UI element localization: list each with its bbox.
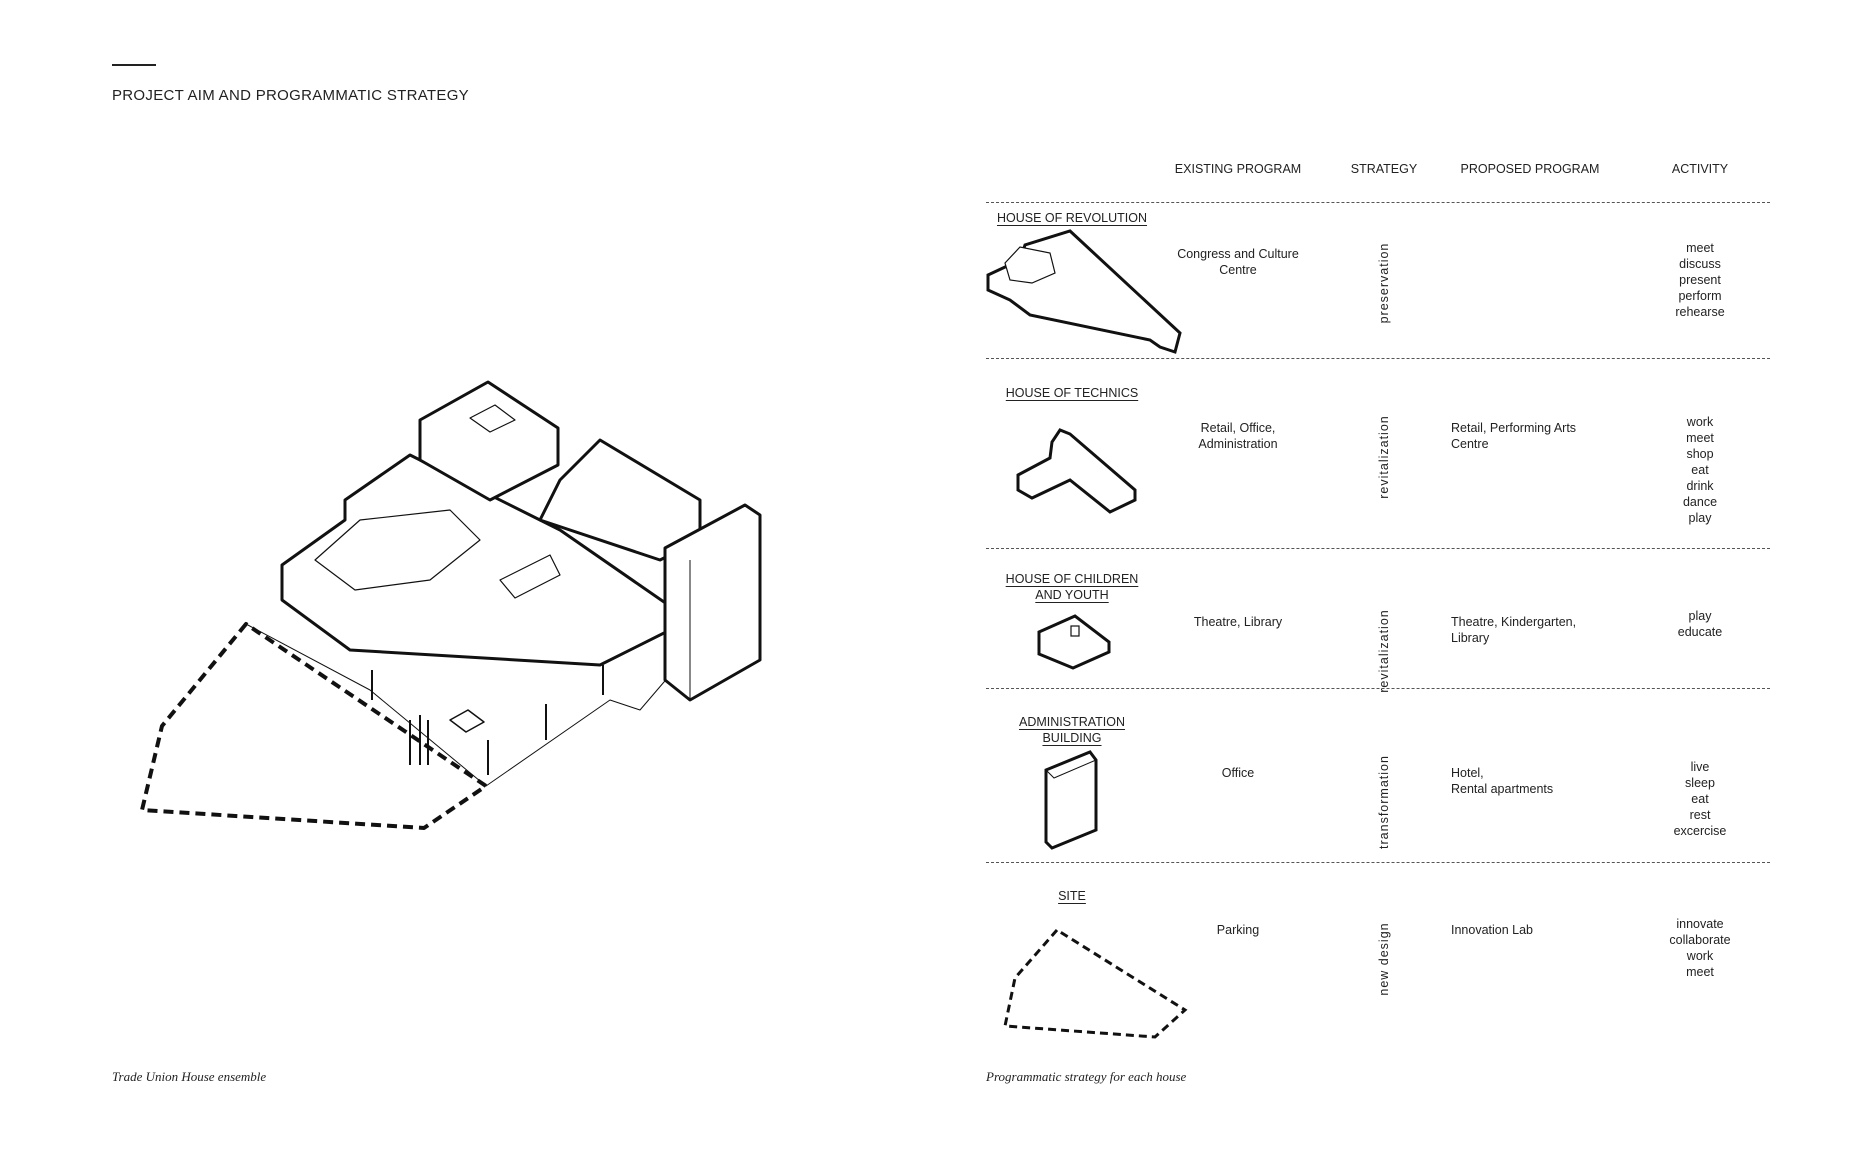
row-divider [986,862,1770,863]
house-of-children [418,380,560,502]
administration-building-title: ADMINISTRATION BUILDING [972,714,1172,746]
house-of-technics-icon [1016,428,1137,514]
site-icon [1003,928,1188,1039]
house-of-revolution-strategy: preservation [1377,242,1391,324]
house-of-children-icon [1037,614,1111,670]
row-divider [986,202,1770,203]
title-rule [112,64,156,66]
site-strategy: new design [1377,922,1391,996]
page-title: PROJECT AIM AND PROGRAMMATIC STRATEGY [112,87,469,104]
row-divider [986,358,1770,359]
administration-building-icon [1044,750,1098,850]
site-activity: innovate collaborate work meet [1669,917,1731,979]
administration-building-activity: live sleep eat rest excercise [1673,760,1727,838]
administration-building-existing-program: Office [1221,766,1255,780]
header-existing-program: EXISTING PROGRAM [1174,162,1302,176]
house-of-technics [538,438,702,562]
header-strategy: STRATEGY [1350,162,1418,176]
site-outline [140,622,488,830]
house-of-technics-title: HOUSE OF TECHNICS [972,385,1172,401]
house-of-revolution-activity: meet discuss present perform rehearse [1675,241,1725,319]
administration-building-strategy: transformation [1377,755,1391,849]
house-of-revolution-title-text: HOUSE OF REVOLUTION [996,211,1148,225]
right-caption: Programmatic strategy for each house [986,1069,1187,1084]
house-of-children-and-youth-proposed-program: Theatre, Kindergarten, Library [1451,615,1577,645]
house-of-revolution-title: HOUSE OF REVOLUTION [972,210,1172,226]
left-caption: Trade Union House ensemble [112,1069,267,1084]
site-title: SITE [972,888,1172,904]
site-proposed-program: Innovation Lab [1451,923,1534,937]
site-feature [449,709,485,733]
house-of-technics-title-text: HOUSE OF TECHNICS [1005,386,1139,400]
ensemble-axonometric-drawing [140,380,762,830]
house-of-revolution [280,453,692,667]
site-existing-program: Parking [1216,923,1260,937]
header-proposed-program: PROPOSED PROGRAM [1460,162,1600,176]
administration-building [663,503,762,702]
house-of-technics-strategy: revitalization [1377,415,1391,499]
house-of-technics-activity: work meet shop eat drink dance play [1682,415,1718,525]
row-divider [986,548,1770,549]
house-of-children-and-youth-strategy: revitalization [1377,609,1391,693]
row-divider [986,688,1770,689]
administration-building-proposed-program: Hotel, Rental apartments [1451,766,1554,796]
house-of-children-and-youth-existing-program: Theatre, Library [1193,615,1283,629]
house-of-children-and-youth-title-text: HOUSE OF CHILDREN AND YOUTH [1005,572,1139,602]
house-of-children-and-youth-title: HOUSE OF CHILDREN AND YOUTH [972,571,1172,603]
site-title-text: SITE [1058,889,1086,903]
house-of-technics-proposed-program: Retail, Performing Arts Centre [1451,421,1577,451]
house-of-technics-existing-program: Retail, Office, Administration [1198,421,1278,451]
house-of-revolution-existing-program: Congress and Culture Centre [1177,247,1299,277]
plaza-outline [245,623,701,787]
header-activity: ACTIVITY [1671,162,1729,176]
house-of-children-and-youth-activity: play educate [1677,609,1723,639]
house-of-revolution-icon [986,229,1182,354]
administration-building-title-text: ADMINISTRATION BUILDING [1018,715,1126,745]
